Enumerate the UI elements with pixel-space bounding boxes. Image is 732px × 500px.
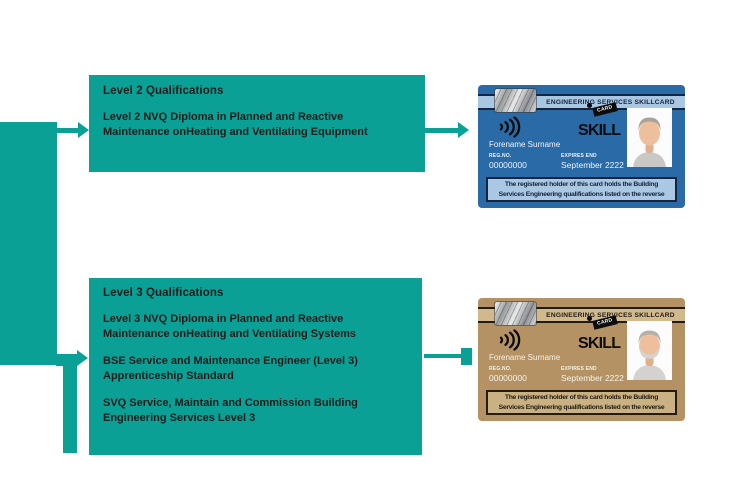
logo-dot-icon [587, 316, 592, 321]
expires-value: September 2222 [561, 373, 624, 383]
card-band-title: ENGINEERING SERVICES SKILLCARD [546, 311, 675, 319]
skillcard-gold: ENGINEERING SERVICES SKILLCARD CARD SKIL… [478, 298, 685, 421]
card-holder-statement: The registered holder of this card holds… [486, 177, 677, 202]
level3-qualification-item: BSE Service and Maintenance Engineer (Le… [103, 355, 358, 382]
cardholder-photo [627, 108, 672, 167]
level3-qualifications-box: Level 3 Qualifications Level 3 NVQ Diplo… [89, 278, 422, 455]
logo-word: SKILL [578, 122, 621, 139]
level2-qualifications-box: Level 2 Qualifications Level 2 NVQ Diplo… [89, 75, 425, 172]
connector-to-level2 [56, 128, 79, 133]
connector-level3-to-card [424, 354, 462, 358]
arrow-right-icon [458, 122, 469, 138]
cardholder-name: Forename Surname [489, 353, 561, 362]
statement-line: The registered holder of this card holds… [504, 181, 659, 188]
hologram-chip-icon [495, 89, 536, 112]
arrow-right-icon [77, 350, 88, 366]
reg-no-label: REG.NO. [489, 366, 512, 372]
skillcard-logo: CARD SKILL [578, 102, 632, 140]
connector-level2-to-card [424, 128, 459, 133]
card-holder-statement: The registered holder of this card holds… [486, 390, 677, 415]
cardholder-photo [627, 321, 672, 380]
card-band-title: ENGINEERING SERVICES SKILLCARD [546, 98, 675, 106]
flow-source-block [0, 122, 57, 365]
reg-no-value: 00000000 [489, 373, 527, 383]
connector-end-cap [461, 348, 472, 365]
cardholder-name: Forename Surname [489, 140, 561, 149]
skillcard-blue: ENGINEERING SERVICES SKILLCARD CARD SKIL… [478, 85, 685, 208]
hologram-chip-icon [495, 302, 536, 325]
level2-box-title: Level 2 Qualifications [103, 85, 224, 97]
level2-qualification-item: Level 2 NVQ Diploma in Planned and React… [103, 111, 368, 138]
skillcard-logo: CARD SKILL [578, 315, 632, 353]
contactless-icon [498, 116, 523, 138]
connector-vertical-bar [63, 354, 77, 453]
level3-qualification-item: SVQ Service, Maintain and Commission Bui… [103, 397, 358, 424]
connector-elbow [56, 354, 65, 366]
expires-label: EXPIRES END [561, 366, 597, 372]
arrow-right-icon [78, 122, 89, 138]
expires-label: EXPIRES END [561, 153, 597, 159]
statement-line: Services Engineering qualifications list… [498, 190, 665, 198]
statement-line: Services Engineering qualifications list… [498, 403, 665, 411]
level3-qualification-item: Level 3 NVQ Diploma in Planned and React… [103, 313, 357, 340]
reg-no-value: 00000000 [489, 160, 527, 170]
logo-word: SKILL [578, 335, 621, 352]
reg-no-label: REG.NO. [489, 153, 512, 159]
level3-box-title: Level 3 Qualifications [103, 287, 224, 299]
contactless-icon [498, 329, 523, 351]
expires-value: September 2222 [561, 160, 624, 170]
logo-card-badge: CARD [592, 102, 618, 117]
statement-line: The registered holder of this card holds… [504, 394, 659, 401]
logo-dot-icon [587, 103, 592, 108]
logo-card-badge: CARD [592, 315, 618, 330]
